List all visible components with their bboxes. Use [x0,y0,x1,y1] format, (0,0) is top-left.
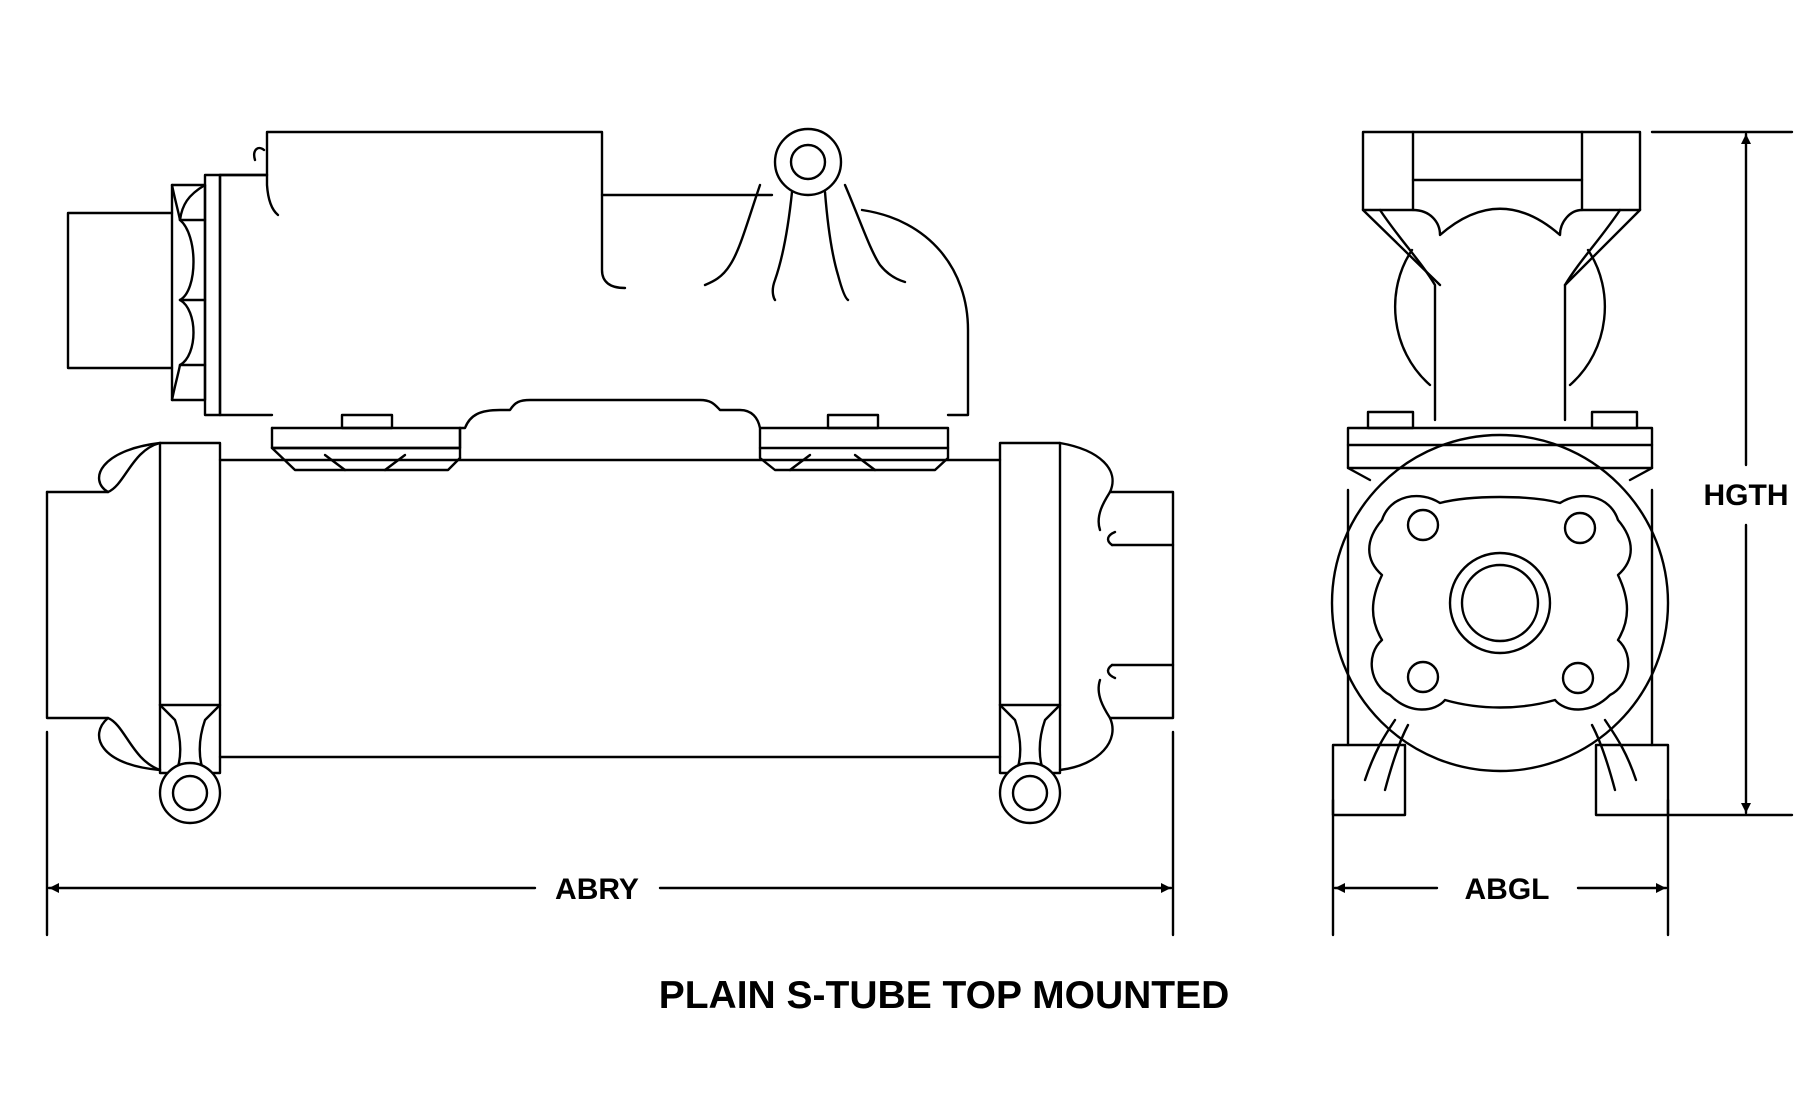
upper-s-tube [218,127,970,417]
dimension-hgth: HGTH [1650,130,1794,817]
dimension-abry: ABRY [45,730,1175,937]
dimension-label-abry: ABRY [555,873,639,906]
end-feet [1331,488,1670,817]
right-end-cap [998,441,1175,825]
end-flange [1330,433,1670,773]
end-top-bracket [1361,130,1642,237]
dimension-label-hgth: HGTH [1704,479,1789,512]
mounting-base [270,398,950,472]
dimension-label-abgl: ABGL [1465,873,1550,906]
lower-tube-body [218,458,1002,759]
left-end-cap [45,441,222,825]
end-view [1330,130,1670,817]
end-mounting-plate [1346,410,1654,482]
end-central-body [1361,208,1642,422]
drawing-title: PLAIN S-TUBE TOP MOUNTED [659,974,1230,1017]
left-connector [66,173,222,417]
dimension-abgl: ABGL [1331,798,1670,937]
side-view [45,127,1175,825]
